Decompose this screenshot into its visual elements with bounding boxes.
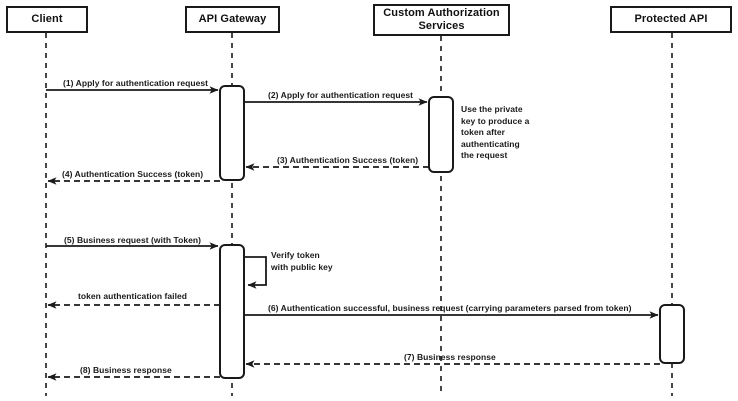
- participant-client-label: Client: [31, 13, 63, 25]
- message-label-8: (8) Business response: [80, 365, 172, 375]
- message-label-2: (2) Apply for authentication request: [268, 90, 414, 100]
- activation-auth-1: [428, 96, 454, 173]
- participant-protected-api[interactable]: Protected API: [610, 6, 732, 33]
- participant-protected-api-label: Protected API: [634, 13, 708, 25]
- participant-custom-authorization-services[interactable]: Custom Authorization Services: [373, 4, 510, 36]
- participant-api-gateway[interactable]: API Gateway: [185, 6, 280, 33]
- participant-client[interactable]: Client: [6, 6, 88, 33]
- activation-bars: [219, 85, 685, 379]
- participant-api-gateway-label: API Gateway: [198, 13, 267, 25]
- self-message-label-verify-token: Verify token with public key: [271, 250, 333, 272]
- message-label-1: (1) Apply for authentication request: [63, 78, 209, 88]
- activation-gateway-1: [219, 85, 245, 181]
- message-label-7: (7) Business response: [404, 352, 496, 362]
- message-arrow-self-verify: [244, 256, 267, 289]
- participant-custom-authorization-services-label: Custom Authorization Services: [383, 7, 500, 32]
- activation-api-1: [659, 304, 685, 364]
- message-label-token-authentication-failed: token authentication failed: [78, 291, 188, 301]
- message-label-6: (6) Authentication successful, business …: [268, 303, 632, 313]
- message-label-3: (3) Authentication Success (token): [277, 155, 419, 165]
- note-private-key: Use the private key to produce a token a…: [461, 104, 530, 160]
- message-label-5: (5) Business request (with Token): [64, 235, 202, 245]
- activation-gateway-2: [219, 244, 245, 379]
- message-label-4: (4) Authentication Success (token): [62, 169, 204, 179]
